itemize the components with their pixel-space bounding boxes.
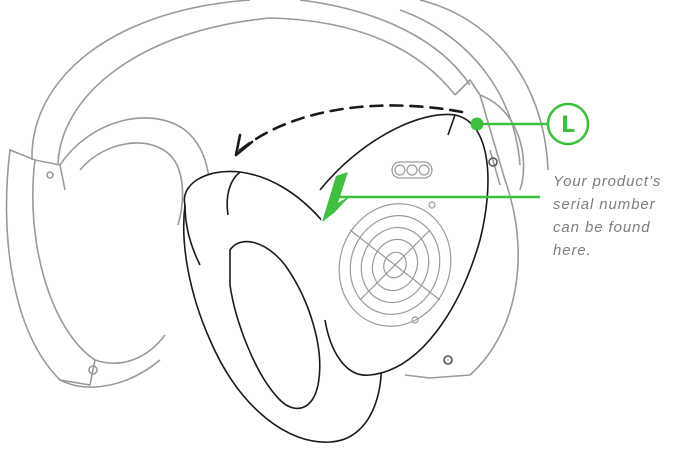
caption-line-3: can be found [553, 216, 681, 239]
speaker-plate [320, 114, 488, 375]
serial-number-caption: Your product’s serial number can be foun… [553, 170, 681, 262]
arrowhead-icon [236, 135, 252, 155]
left-earcup [7, 118, 210, 387]
side-label-text: L [561, 113, 575, 138]
caption-line-1: Your product’s [553, 170, 681, 193]
side-label-badge: L [548, 104, 588, 144]
caption-line-4: here. [553, 239, 681, 262]
caption-line-2: serial number [553, 193, 681, 216]
